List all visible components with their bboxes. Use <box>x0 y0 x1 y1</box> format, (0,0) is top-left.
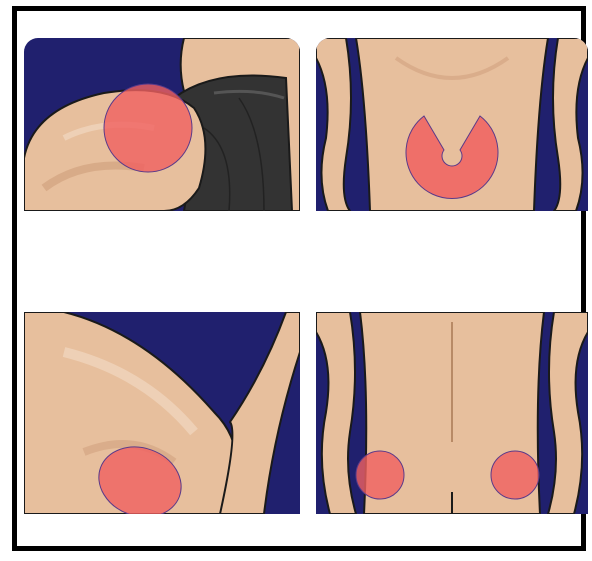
lower-abdomen-body-illustration <box>316 38 588 211</box>
panel-lower-abdomen <box>316 38 588 211</box>
panel-side-torso <box>24 312 300 514</box>
flank-circle-right <box>491 451 539 499</box>
panel-lower-back <box>316 312 588 514</box>
flank-circle-left <box>356 451 404 499</box>
lower-back-body-illustration <box>316 312 588 514</box>
hip-circle <box>104 84 192 172</box>
armpit-side-body-illustration <box>24 312 300 514</box>
panel-hip <box>24 38 300 211</box>
hip-side-body-illustration <box>24 38 300 211</box>
